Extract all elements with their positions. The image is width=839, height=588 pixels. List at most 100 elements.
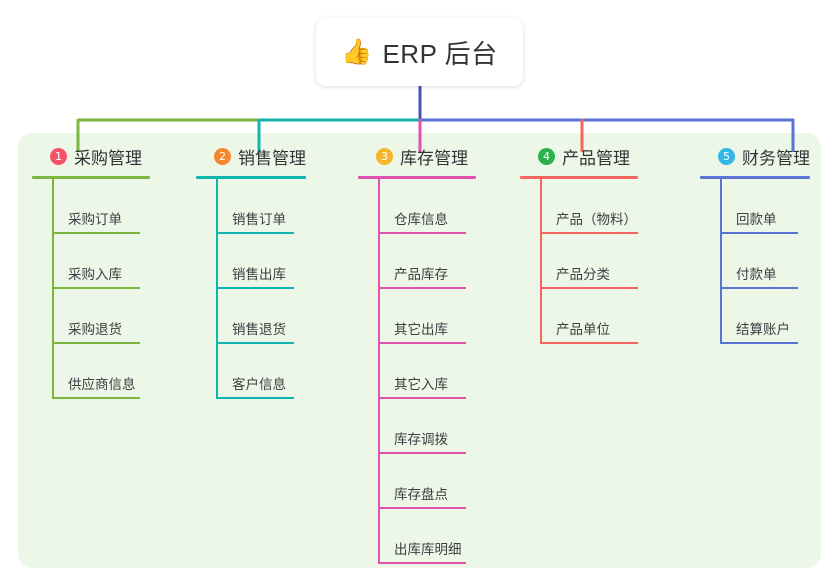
- leaf-item[interactable]: 付款单: [720, 234, 810, 289]
- leaf-rule: [378, 452, 466, 454]
- leaf-label: 结算账户: [736, 322, 790, 337]
- leaf-label: 库存盘点: [394, 487, 448, 502]
- leaf-label: 库存调拨: [394, 432, 448, 447]
- leaf-label: 客户信息: [232, 377, 286, 392]
- leaf-item[interactable]: 回款单: [720, 179, 810, 234]
- leaf-rule: [216, 232, 294, 234]
- leaf-label: 产品库存: [394, 267, 448, 282]
- leaf-item[interactable]: 库存盘点: [378, 454, 476, 509]
- root-title: ERP 后台: [382, 38, 498, 69]
- leaf-spine: [540, 289, 542, 344]
- leaf-rule: [52, 397, 140, 399]
- leaf-rule: [216, 342, 294, 344]
- leaf-label: 销售订单: [232, 212, 286, 227]
- leaf-label: 出库库明细: [394, 542, 462, 557]
- leaf-label: 销售出库: [232, 267, 286, 282]
- column-header-3[interactable]: 3 库存管理: [358, 143, 476, 169]
- column-title-5: 财务管理: [742, 148, 810, 168]
- leaf-label: 销售退货: [232, 322, 286, 337]
- column-header-5[interactable]: 5 财务管理: [700, 143, 810, 169]
- leaf-label: 采购退货: [68, 322, 122, 337]
- column-items-4: 产品（物料） 产品分类产品单位: [520, 179, 638, 344]
- leaf-rule: [378, 287, 466, 289]
- leaf-label: 产品分类: [556, 267, 610, 282]
- leaf-item[interactable]: 仓库信息: [378, 179, 476, 234]
- column-title-3: 库存管理: [400, 148, 468, 168]
- leaf-label: 其它入库: [394, 377, 448, 392]
- column-rule-1: [32, 176, 150, 179]
- column-2: 2 销售管理销售订单销售出库销售退货客户信息: [196, 143, 306, 399]
- leaf-spine: [720, 179, 722, 234]
- leaf-item[interactable]: 采购入库: [52, 234, 150, 289]
- leaf-item[interactable]: 客户信息: [216, 344, 306, 399]
- leaf-spine: [378, 179, 380, 234]
- leaf-spine: [216, 289, 218, 344]
- column-title-1: 采购管理: [74, 148, 142, 168]
- thumbs-up-icon: 👍: [341, 37, 373, 66]
- leaf-spine: [52, 234, 54, 289]
- root-node[interactable]: 👍 ERP 后台: [316, 18, 523, 86]
- leaf-spine: [216, 344, 218, 399]
- leaf-spine: [52, 344, 54, 399]
- leaf-spine: [216, 179, 218, 234]
- leaf-item[interactable]: 产品分类: [540, 234, 638, 289]
- leaf-item[interactable]: 销售订单: [216, 179, 306, 234]
- leaf-spine: [540, 234, 542, 289]
- diagram-panel: [18, 133, 821, 568]
- leaf-label: 产品（物料）: [556, 212, 637, 227]
- leaf-spine: [378, 454, 380, 509]
- column-badge-2: 2: [214, 147, 231, 165]
- leaf-item[interactable]: 产品（物料）: [540, 179, 638, 234]
- leaf-label: 付款单: [736, 267, 777, 282]
- leaf-rule: [378, 397, 466, 399]
- leaf-item[interactable]: 供应商信息: [52, 344, 150, 399]
- leaf-item[interactable]: 其它出库: [378, 289, 476, 344]
- leaf-spine: [378, 509, 380, 564]
- leaf-item[interactable]: 采购订单: [52, 179, 150, 234]
- leaf-rule: [378, 232, 466, 234]
- leaf-item[interactable]: 其它入库: [378, 344, 476, 399]
- column-items-1: 采购订单采购入库采购退货供应商信息: [32, 179, 150, 399]
- column-header-2[interactable]: 2 销售管理: [196, 143, 306, 169]
- leaf-label: 采购订单: [68, 212, 122, 227]
- leaf-item[interactable]: 销售出库: [216, 234, 306, 289]
- leaf-rule: [378, 507, 466, 509]
- leaf-rule: [720, 342, 798, 344]
- leaf-item[interactable]: 销售退货: [216, 289, 306, 344]
- column-badge-4: 4: [538, 147, 555, 165]
- leaf-rule: [540, 287, 638, 289]
- leaf-spine: [378, 234, 380, 289]
- leaf-item[interactable]: 出库库明细: [378, 509, 476, 564]
- leaf-item[interactable]: 结算账户: [720, 289, 810, 344]
- leaf-label: 产品单位: [556, 322, 610, 337]
- column-3: 3 库存管理仓库信息产品库存其它出库其它入库库存调拨库存盘点出库库明细: [358, 143, 476, 564]
- leaf-spine: [540, 179, 542, 234]
- leaf-item[interactable]: 产品库存: [378, 234, 476, 289]
- column-badge-3: 3: [376, 147, 393, 165]
- column-rule-3: [358, 176, 476, 179]
- column-title-2: 销售管理: [238, 148, 306, 168]
- column-badge-5: 5: [718, 147, 735, 165]
- leaf-spine: [378, 344, 380, 399]
- leaf-item[interactable]: 产品单位: [540, 289, 638, 344]
- leaf-item[interactable]: 采购退货: [52, 289, 150, 344]
- leaf-rule: [540, 342, 638, 344]
- column-rule-5: [700, 176, 810, 179]
- leaf-spine: [378, 399, 380, 454]
- leaf-rule: [378, 562, 466, 564]
- leaf-rule: [216, 397, 294, 399]
- column-items-5: 回款单付款单结算账户: [700, 179, 810, 344]
- leaf-item[interactable]: 库存调拨: [378, 399, 476, 454]
- leaf-rule: [378, 342, 466, 344]
- leaf-spine: [52, 179, 54, 234]
- leaf-spine: [378, 289, 380, 344]
- leaf-rule: [720, 232, 798, 234]
- leaf-spine: [216, 234, 218, 289]
- leaf-rule: [720, 287, 798, 289]
- leaf-label: 回款单: [736, 212, 777, 227]
